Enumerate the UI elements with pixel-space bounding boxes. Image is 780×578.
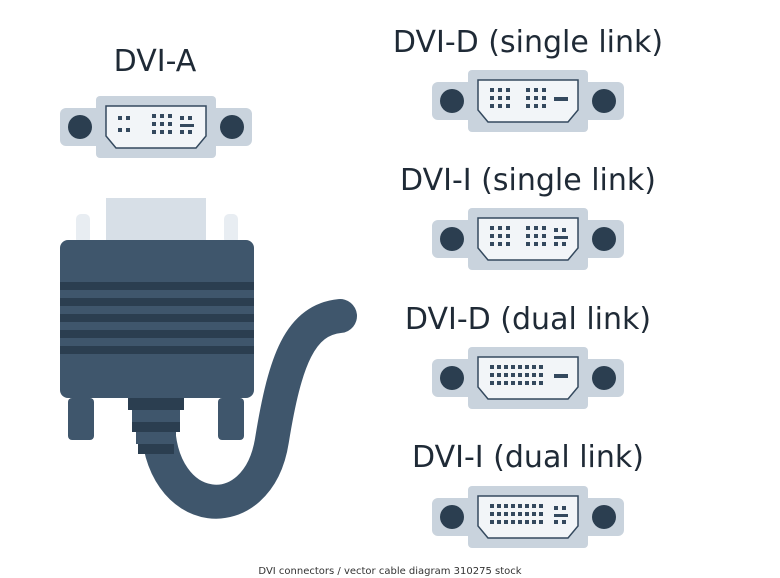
footer-caption: DVI connectors / vector cable diagram 31…	[258, 566, 522, 577]
dvi-i-dual-socket-icon	[432, 486, 624, 548]
port-dvi-d-single	[432, 70, 624, 132]
cable-wire	[141, 299, 357, 519]
connector-shroud	[106, 198, 206, 248]
dvi-i-single-socket-icon	[432, 208, 624, 270]
port-dvi-a	[60, 96, 252, 158]
label-dvi-a: DVI-A	[113, 44, 197, 79]
label-dvi-d-dual: DVI-D (dual link)	[404, 302, 652, 337]
label-dvi-i-single: DVI-I (single link)	[400, 163, 656, 198]
port-dvi-d-dual	[432, 347, 624, 409]
label-dvi-i-dual: DVI-I (dual link)	[412, 440, 644, 475]
dvi-d-dual-socket-icon	[432, 347, 624, 409]
label-dvi-d-single: DVI-D (single link)	[392, 25, 664, 60]
dvi-a-socket-icon	[60, 96, 252, 158]
port-dvi-i-single	[432, 208, 624, 270]
dvi-d-single-socket-icon	[432, 70, 624, 132]
port-dvi-i-dual	[432, 486, 624, 548]
